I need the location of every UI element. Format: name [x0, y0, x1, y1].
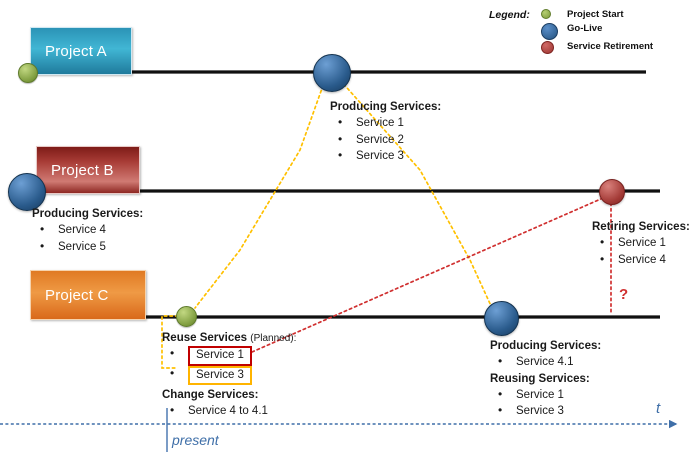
- legend-item-label: Project Start: [567, 9, 624, 20]
- annotation-heading-reuse-suffix: (Planned):: [250, 333, 297, 344]
- producing-service-list: Service 4.1: [490, 353, 601, 370]
- annotation-heading-reusing: Reusing Services:: [490, 372, 590, 385]
- list-item: Service 3: [490, 402, 601, 419]
- project-label-b-text: Project B: [51, 161, 114, 179]
- list-item: Service 4: [32, 221, 143, 238]
- retiring-service-list: Service 1 Service 4: [592, 234, 690, 268]
- project-label-b[interactable]: Project B: [36, 146, 140, 194]
- time-axis-label: t: [656, 400, 661, 417]
- list-item: Service 1: [490, 386, 601, 403]
- list-item: Service 4: [592, 251, 690, 268]
- legend-item-label: Service Retirement: [567, 41, 654, 52]
- retirement-connector-service1: [251, 197, 604, 353]
- list-item: Service 1: [162, 345, 296, 366]
- go-live-marker-c[interactable]: [484, 301, 519, 336]
- annotation-project-a-producing: Producing Services: Service 1 Service 2 …: [330, 99, 441, 164]
- annotation-heading-producing: Producing Services:: [490, 340, 602, 352]
- unknown-question-mark: ?: [619, 286, 629, 303]
- list-item: Service 2: [330, 131, 441, 148]
- project-start-marker-c[interactable]: [176, 306, 197, 327]
- service-list: Service 4 Service 5: [32, 221, 143, 255]
- list-item: Service 4 to 4.1: [162, 402, 296, 419]
- reuse-service-list: Service 1 Service 3: [162, 345, 296, 386]
- go-live-marker-b[interactable]: [8, 173, 46, 211]
- red-circle-icon: [541, 41, 554, 54]
- highlighted-service-1: Service 1: [188, 346, 252, 366]
- project-label-a-text: Project A: [45, 42, 107, 60]
- highlighted-service-3: Service 3: [188, 365, 252, 386]
- project-label-a[interactable]: Project A: [30, 27, 132, 75]
- annotation-heading-reuse: Reuse Services (Planned):: [162, 330, 296, 346]
- blue-circle-icon: [541, 23, 558, 40]
- project-label-c-text: Project C: [45, 286, 109, 304]
- reuse-connector-a-to-c-start: [194, 79, 326, 309]
- list-item: Service 3: [162, 365, 296, 386]
- change-service-list: Service 4 to 4.1: [162, 402, 296, 419]
- project-start-marker-a[interactable]: [18, 63, 38, 83]
- reusing-service-list: Service 1 Service 3: [490, 386, 601, 420]
- service-list: Service 1 Service 2 Service 3: [330, 114, 441, 164]
- list-item: Service 3: [330, 147, 441, 164]
- annotation-retiring-services: Retiring Services: Service 1 Service 4: [592, 219, 690, 268]
- legend-item-label: Go-Live: [567, 23, 603, 34]
- annotation-project-c-producing-reusing: Producing Services: Service 4.1 Reusing …: [490, 338, 601, 420]
- annotation-project-b-producing: Producing Services: Service 4 Service 5: [32, 206, 143, 255]
- annotation-heading-reuse-main: Reuse Services: [162, 332, 248, 344]
- annotation-heading: Producing Services:: [330, 101, 442, 113]
- list-item: Service 5: [32, 238, 143, 255]
- green-circle-icon: [541, 9, 551, 19]
- legend-title: Legend:: [489, 9, 530, 21]
- annotation-heading-change: Change Services:: [162, 389, 259, 402]
- go-live-marker-a[interactable]: [313, 54, 351, 92]
- service-retirement-marker[interactable]: [599, 179, 625, 205]
- list-item: Service 1: [330, 114, 441, 131]
- annotation-heading: Retiring Services:: [592, 221, 690, 233]
- list-item: Service 1: [592, 234, 690, 251]
- project-label-c[interactable]: Project C: [30, 270, 146, 320]
- list-item: Service 4.1: [490, 353, 601, 370]
- annotation-heading: Producing Services:: [32, 208, 144, 220]
- legend: Legend: Project Start Go-Live Service Re…: [489, 4, 695, 54]
- present-label: present: [172, 432, 219, 448]
- annotation-project-c-reuse-change: Reuse Services (Planned): Service 1 Serv…: [162, 330, 296, 420]
